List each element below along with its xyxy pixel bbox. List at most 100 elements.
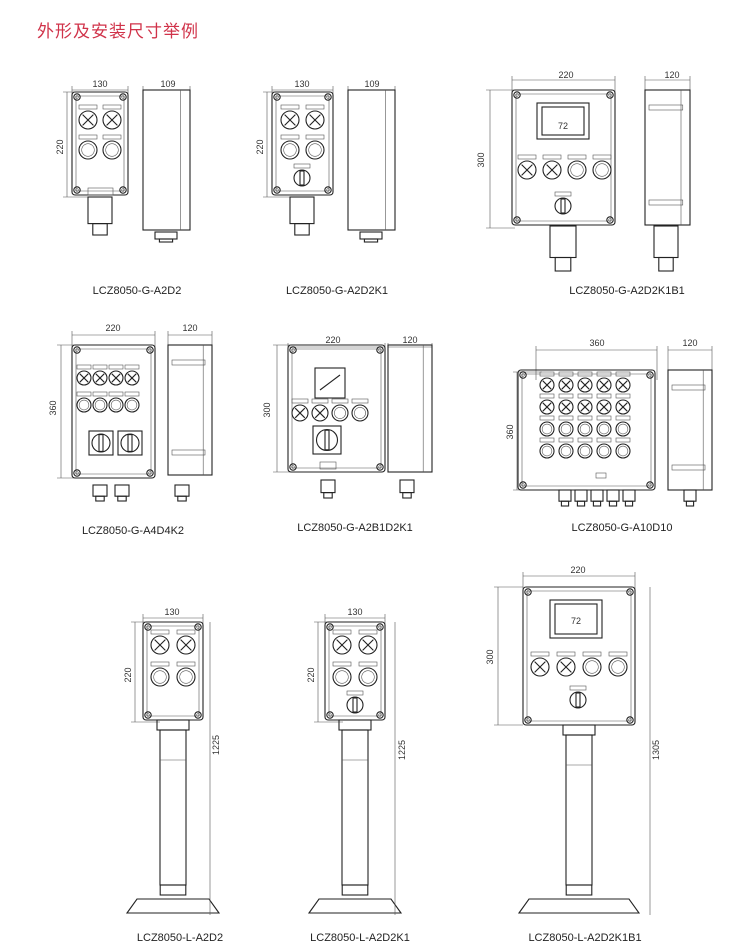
bolt-icon xyxy=(646,481,654,489)
lamp-cross xyxy=(154,639,166,651)
label-plate xyxy=(108,391,124,397)
label-plate xyxy=(331,398,349,404)
height-dim: 220 xyxy=(123,667,133,682)
bolt-center xyxy=(75,348,79,352)
bolt-center xyxy=(196,625,200,629)
label-plate xyxy=(567,154,587,160)
label-plate xyxy=(596,415,612,421)
side-rib xyxy=(648,104,684,111)
label-plate xyxy=(78,104,98,110)
lamp-cross xyxy=(95,373,105,383)
gland-nut xyxy=(608,500,618,507)
push-button-icon xyxy=(332,667,352,687)
bolt-center xyxy=(326,188,330,192)
lamp-cross xyxy=(111,373,121,383)
width-dim: 130 xyxy=(164,607,179,617)
label-plate xyxy=(358,629,378,635)
enclosure-cover xyxy=(275,95,330,192)
width-dim: 130 xyxy=(92,79,107,89)
bolt-icon xyxy=(326,623,334,631)
bolt-center xyxy=(196,713,200,717)
bolt-center xyxy=(648,373,652,377)
indicator-lamp-icon xyxy=(517,160,537,180)
indicator-lamp-icon xyxy=(558,377,574,393)
push-button-icon xyxy=(92,397,108,413)
bolt-icon xyxy=(144,623,152,631)
indicator-lamp-icon xyxy=(577,399,593,415)
lamp-cross xyxy=(542,380,552,390)
gland-nut xyxy=(158,238,174,243)
bolt-icon xyxy=(606,91,614,99)
bolt-center xyxy=(378,348,382,352)
height-dim: 300 xyxy=(262,402,272,417)
push-button-inner xyxy=(105,143,119,157)
cable-gland xyxy=(622,489,636,502)
label-plate xyxy=(577,393,593,399)
cable-gland xyxy=(399,479,415,494)
push-button-icon xyxy=(78,140,98,160)
lamp-cross xyxy=(127,373,137,383)
bolt-icon xyxy=(119,93,127,101)
indicator-lamp-icon xyxy=(539,377,555,393)
bolt-center xyxy=(75,188,79,192)
label-plate xyxy=(596,393,612,399)
enclosure-side xyxy=(667,369,713,491)
push-button-icon xyxy=(615,421,631,437)
lamp-cross xyxy=(362,639,374,651)
bolt-center xyxy=(515,93,519,97)
indicator-lamp-icon xyxy=(615,399,631,415)
meter-display xyxy=(541,106,585,136)
height-dim: 360 xyxy=(505,424,515,439)
label-plate xyxy=(176,629,196,635)
bolt-icon xyxy=(524,588,532,596)
label-plate xyxy=(530,651,550,657)
bolt-icon xyxy=(376,463,384,471)
lamp-cross xyxy=(546,164,558,176)
push-button-inner xyxy=(617,423,629,435)
height-dim: 220 xyxy=(255,139,265,154)
push-button-icon xyxy=(539,421,555,437)
switch-handle xyxy=(575,692,581,708)
cable-gland xyxy=(320,479,336,494)
bolt-icon xyxy=(646,371,654,379)
enclosure-cover xyxy=(521,373,652,487)
push-button-inner xyxy=(560,445,572,457)
push-button-inner xyxy=(335,670,349,684)
label-plate xyxy=(615,393,631,399)
rotary-switch-plate xyxy=(312,425,342,455)
bolt-icon xyxy=(376,623,384,631)
enclosure-front xyxy=(71,91,129,196)
bolt-center xyxy=(521,373,525,377)
label-plate xyxy=(542,154,562,160)
label-plate xyxy=(332,661,352,667)
section-title: 外形及安装尺寸举例 xyxy=(37,22,199,42)
bolt-center xyxy=(326,95,330,99)
bolt-icon xyxy=(606,216,614,224)
label-plate xyxy=(280,134,300,140)
selector-switch-icon xyxy=(293,169,311,187)
lamp-cross xyxy=(561,380,571,390)
indicator-lamp-icon xyxy=(332,635,352,655)
height-dim: 360 xyxy=(48,400,58,415)
label-plate xyxy=(76,364,92,370)
bolt-center xyxy=(75,95,79,99)
lamp-cross xyxy=(580,380,590,390)
label-plate xyxy=(358,661,378,667)
switch-handle xyxy=(98,434,104,452)
rotary-switch-plate xyxy=(117,430,143,456)
push-button-inner xyxy=(81,143,95,157)
enclosure-front xyxy=(71,344,156,479)
bolt-icon xyxy=(524,716,532,724)
meter-frame xyxy=(549,599,603,639)
gland-nut xyxy=(294,223,310,236)
indicator-lamp-icon xyxy=(311,404,329,422)
indicator-lamp-icon xyxy=(358,635,378,655)
label-plate xyxy=(351,398,369,404)
total-height-dim: 1225 xyxy=(397,740,407,760)
label-plate xyxy=(539,371,555,377)
model-label: LCZ8050-G-A2B1D2K1 xyxy=(297,522,413,534)
bolt-icon xyxy=(519,371,527,379)
pole-tube xyxy=(341,729,369,886)
enclosure-front xyxy=(517,369,656,491)
